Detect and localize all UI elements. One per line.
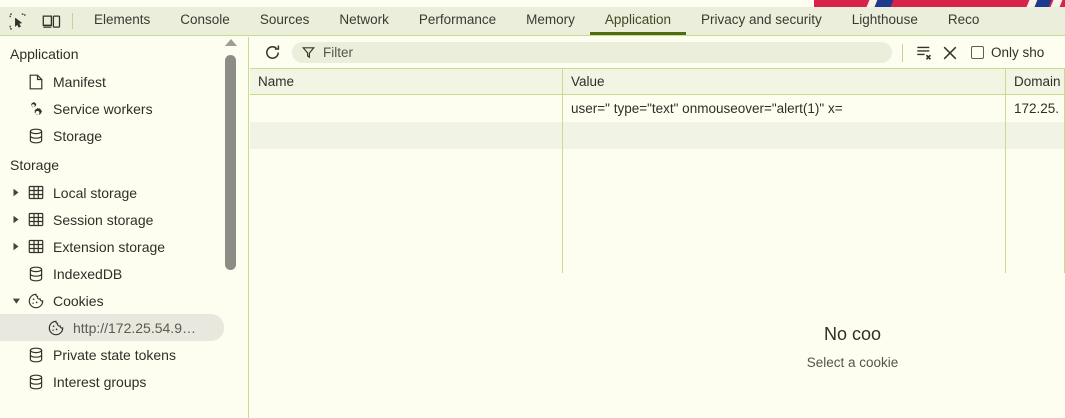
table-row[interactable]	[250, 122, 1065, 149]
sidebar-item-interest-groups[interactable]: Interest groups	[0, 368, 248, 395]
sidebar-item-local-storage[interactable]: Local storage	[0, 179, 248, 206]
checkbox-box[interactable]	[971, 46, 984, 59]
page-bleed-strip	[790, 0, 1065, 7]
sidebar-item-label: Cookies	[53, 292, 104, 309]
cookies-panel: Filter Only sho Name Val	[250, 37, 1065, 418]
sidebar-item-label: http://172.25.54.9…	[73, 319, 196, 336]
sidebar-item-cookies[interactable]: Cookies	[0, 287, 248, 314]
scroll-up-arrow-icon[interactable]	[225, 39, 237, 46]
sidebar-item-extension-storage[interactable]: Extension storage	[0, 233, 248, 260]
database-icon	[26, 373, 46, 391]
tab-application[interactable]: Application	[589, 7, 686, 35]
tab-recorder[interactable]: Reco	[947, 12, 980, 27]
scrollbar-thumb[interactable]	[225, 55, 236, 270]
sidebar-item-label: Session storage	[53, 211, 154, 228]
database-icon	[26, 346, 46, 364]
sidebar-item-service-workers[interactable]: Service workers	[0, 95, 248, 122]
cookies-toolbar: Filter Only sho	[250, 37, 1065, 69]
application-sidebar: Application Manifest Service workers	[0, 37, 249, 418]
cell-domain	[1006, 122, 1065, 149]
cell-value: user=" type="text" onmouseover="alert(1)…	[563, 95, 1006, 122]
table-icon	[26, 184, 46, 202]
only-show-issues-label: Only sho	[991, 45, 1045, 60]
table-icon	[26, 211, 46, 229]
cell-domain: 172.25.	[1006, 95, 1065, 122]
sidebar-scrollbar[interactable]	[224, 37, 239, 418]
sidebar-item-label: Storage	[53, 127, 103, 144]
sidebar-section-storage: Storage	[10, 157, 60, 173]
service-workers-icon	[26, 100, 46, 118]
cell-name	[250, 122, 563, 149]
tab-lighthouse[interactable]: Lighthouse	[851, 12, 918, 27]
bleed-blue-stripe-2	[1034, 0, 1052, 7]
sidebar-item-session-storage[interactable]: Session storage	[0, 206, 248, 233]
sidebar-item-indexeddb[interactable]: IndexedDB	[0, 260, 248, 287]
table-empty-area	[250, 149, 1065, 273]
tab-performance[interactable]: Performance	[418, 12, 497, 27]
preview-title: No coo	[823, 323, 882, 344]
preview-subtitle: Select a cookie	[806, 354, 899, 370]
table-body: user=" type="text" onmouseover="alert(1)…	[250, 95, 1065, 300]
sidebar-item-private-state-tokens[interactable]: Private state tokens	[0, 341, 248, 368]
bleed-blue-stripe-1	[874, 0, 894, 7]
panel-tabs: Elements Console Sources Network Perform…	[79, 7, 994, 35]
sidebar-item-label: Service workers	[53, 100, 153, 117]
sidebar-item-manifest[interactable]: Manifest	[0, 68, 248, 95]
cell-value	[563, 122, 1006, 149]
devtools-tabbar: Elements Console Sources Network Perform…	[0, 7, 1065, 36]
cookie-preview-pane: No coo Select a cookie	[250, 275, 1065, 418]
device-toolbar-icon[interactable]	[34, 7, 68, 35]
toolbar-divider	[902, 43, 903, 62]
empty-col-value	[563, 149, 1006, 273]
chevron-right-icon[interactable]	[9, 188, 23, 197]
table-icon	[26, 238, 46, 256]
column-header-value[interactable]: Value	[563, 69, 1006, 94]
tab-network[interactable]: Network	[339, 12, 389, 27]
inspect-element-icon[interactable]	[0, 7, 34, 35]
tab-memory[interactable]: Memory	[526, 12, 575, 27]
sidebar-section-application: Application	[10, 46, 79, 62]
table-row[interactable]: user=" type="text" onmouseover="alert(1)…	[250, 95, 1065, 122]
sidebar-item-storage[interactable]: Storage	[0, 122, 248, 149]
cookies-table: Name Value Domain user=" type="text" onm…	[250, 69, 1065, 300]
chevron-down-icon[interactable]	[9, 297, 23, 305]
tab-privacy-and-security[interactable]: Privacy and security	[700, 12, 822, 27]
funnel-icon	[302, 46, 316, 60]
cookie-icon	[26, 292, 46, 310]
sidebar-item-label: Extension storage	[53, 238, 166, 255]
tab-console[interactable]: Console	[180, 12, 230, 27]
tab-elements[interactable]: Elements	[94, 12, 151, 27]
sidebar-item-label: Private state tokens	[53, 346, 176, 363]
clear-filtered-cookies-icon[interactable]	[911, 41, 937, 65]
filter-input[interactable]: Filter	[292, 42, 892, 63]
manifest-icon	[26, 73, 46, 91]
sidebar-item-label: IndexedDB	[53, 265, 123, 282]
clear-all-cookies-icon[interactable]	[937, 41, 963, 65]
bleed-red-band	[790, 0, 1065, 7]
sidebar-item-label: Local storage	[53, 184, 138, 201]
preview-content: No coo Select a cookie	[807, 324, 899, 370]
filter-placeholder: Filter	[323, 45, 353, 60]
tab-sources[interactable]: Sources	[259, 12, 310, 27]
storage-icon	[26, 127, 46, 145]
bleed-gap-left	[790, 0, 814, 7]
cell-name	[250, 95, 563, 122]
sidebar-item-cookie-origin[interactable]: http://172.25.54.9…	[0, 314, 224, 341]
table-header-row: Name Value Domain	[250, 69, 1065, 95]
column-header-name[interactable]: Name	[250, 69, 563, 94]
toolbar-divider	[72, 13, 73, 29]
sidebar-item-label: Interest groups	[53, 373, 147, 390]
column-header-domain[interactable]: Domain	[1006, 69, 1065, 94]
chevron-right-icon[interactable]	[9, 215, 23, 224]
chevron-right-icon[interactable]	[9, 242, 23, 251]
empty-col-name	[250, 149, 563, 273]
only-show-issues-checkbox[interactable]: Only sho	[971, 45, 1044, 60]
database-icon	[26, 265, 46, 283]
cookie-icon	[46, 319, 66, 337]
refresh-icon[interactable]	[257, 40, 287, 66]
empty-col-domain	[1006, 149, 1065, 273]
sidebar-item-label: Manifest	[53, 73, 106, 90]
